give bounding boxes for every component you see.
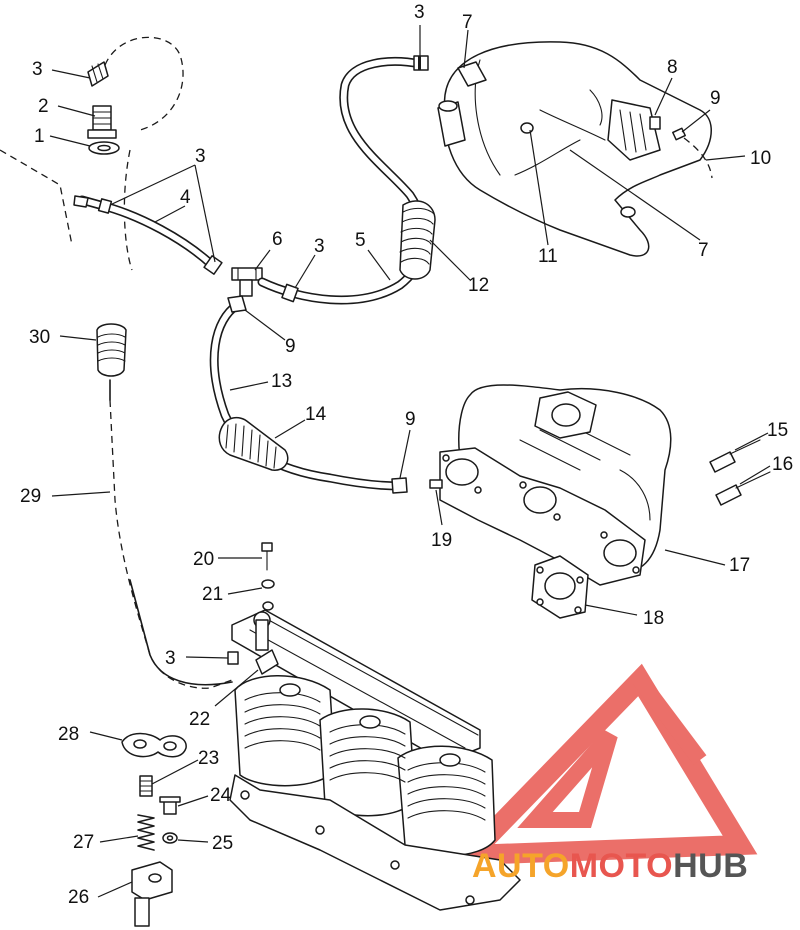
gasket-part-18: [531, 555, 589, 619]
washer-part-1: [88, 141, 120, 155]
fitting-part-8: [649, 116, 661, 130]
watermark-part-hub: HUB: [673, 847, 748, 885]
callout-6: 6: [272, 229, 283, 250]
watermark-wordmark: AUTOMOTOHUB: [472, 847, 748, 885]
callout-12: 12: [468, 275, 489, 296]
fitting-part-2: [87, 105, 117, 139]
washer-part-25: [162, 832, 178, 844]
callout-8: 8: [667, 57, 678, 78]
tee-fitting-part-6: [231, 267, 263, 297]
callout-5: 5: [355, 230, 366, 251]
callout-21: 21: [202, 584, 223, 605]
bolt-part-20: [261, 542, 273, 571]
callout-23: 23: [198, 748, 219, 769]
watermark-part-moto: MOTO: [570, 847, 673, 885]
callout-13: 13: [271, 371, 292, 392]
callout-24: 24: [210, 785, 232, 806]
callout-17: 17: [729, 555, 750, 576]
callout-3: 3: [314, 236, 325, 257]
callout-22: 22: [189, 709, 210, 730]
callout-2: 2: [38, 96, 49, 117]
callout-9: 9: [285, 336, 296, 357]
washer-part-21: [261, 579, 275, 611]
callout-3: 3: [165, 648, 176, 669]
bolt-part-15: [709, 439, 761, 473]
hose-part-13: [209, 295, 408, 494]
spring-part-27: [137, 814, 155, 851]
callout-19: 19: [431, 530, 452, 551]
callout-25: 25: [212, 833, 233, 854]
callout-3: 3: [32, 59, 43, 80]
watermark-logo: [445, 663, 758, 866]
callout-14: 14: [305, 404, 327, 425]
screw-part-24: [159, 796, 181, 815]
callout-29: 29: [20, 486, 41, 507]
manifold-port-flange: [439, 447, 646, 586]
callout-20: 20: [193, 549, 214, 570]
fitting-part-9-top: [672, 127, 713, 179]
hose-part-5: [257, 55, 429, 305]
callout-7: 7: [462, 12, 473, 33]
callout-16: 16: [772, 454, 793, 475]
callout-9: 9: [405, 409, 416, 430]
hose-part-29: [109, 379, 233, 689]
exhaust-muffler: [437, 41, 712, 257]
callout-7: 7: [698, 240, 709, 261]
callout-26: 26: [68, 887, 89, 908]
callout-1: 1: [34, 126, 45, 147]
sleeve-part-14: [218, 416, 289, 471]
callout-3: 3: [195, 146, 206, 167]
sleeve-part-12: [399, 200, 436, 280]
callout-15: 15: [767, 420, 788, 441]
clamp-part-3-lower: [227, 651, 239, 665]
callout-4: 4: [180, 187, 191, 208]
callout-9: 9: [710, 88, 721, 109]
callout-27: 27: [73, 832, 94, 853]
callout-numbers: 3 2 1 3 4 6 3 5 12 3 7 8 9 10 11 7 30 9 …: [20, 2, 793, 908]
gasket-part-28: [121, 732, 187, 758]
callout-11: 11: [538, 246, 558, 267]
hull-outline: [0, 36, 184, 271]
callout-18: 18: [643, 608, 664, 629]
callout-28: 28: [58, 724, 79, 745]
fitting-part-19: [429, 479, 443, 489]
svg-text:AUTOMOTOHUB: AUTOMOTOHUB: [472, 847, 748, 885]
watermark-part-auto: AUTO: [472, 847, 570, 885]
hose-part-4: [73, 195, 223, 275]
housing-part-26: [131, 861, 173, 927]
fitting-part-22: [255, 649, 279, 675]
clamp-part-3-top-left: [87, 61, 109, 87]
manifold-flange-top: [534, 391, 597, 439]
coupler-part-30: [96, 323, 127, 377]
callout-3: 3: [414, 2, 425, 23]
callout-30: 30: [29, 327, 50, 348]
callout-10: 10: [750, 148, 771, 169]
bolt-part-16: [715, 471, 771, 506]
leader-lines: [49, 25, 771, 898]
sensor-part-23: [139, 775, 153, 797]
engine-cylinder-block: [229, 609, 521, 911]
